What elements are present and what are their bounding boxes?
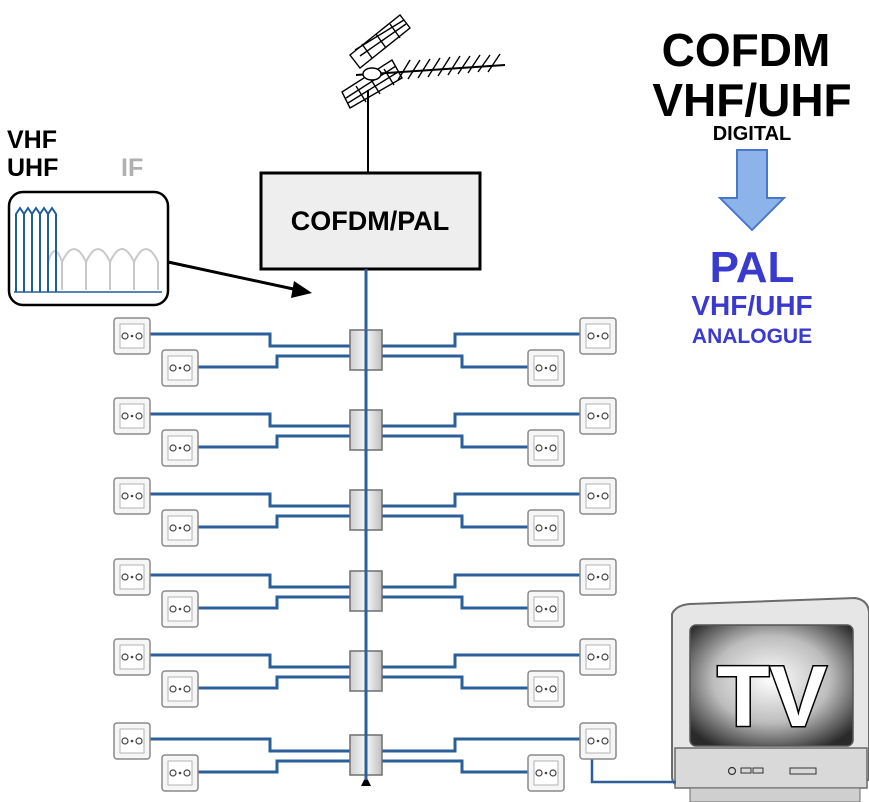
- branch-cable: [380, 434, 530, 449]
- output-signal-line3: ANALOGUE: [692, 325, 812, 348]
- wall-socket-icon: [527, 509, 565, 547]
- output-signal-line2: VHF/UHF: [691, 290, 812, 321]
- wall-socket-icon: [113, 477, 151, 515]
- spectrum-if-label: IF: [121, 154, 143, 182]
- branch-cable: [380, 514, 530, 529]
- branch-cable: [150, 573, 352, 589]
- wall-socket-icon: [527, 754, 565, 792]
- output-signal-line1: PAL: [710, 243, 795, 292]
- wall-socket-icon: [161, 509, 199, 547]
- input-signal-line2: VHF/UHF: [652, 74, 851, 126]
- wall-socket-icon: [113, 397, 151, 435]
- wall-socket-icon: [579, 638, 617, 676]
- wall-socket-icon: [113, 722, 151, 760]
- branch-cable: [196, 434, 352, 449]
- input-signal-line1: COFDM: [662, 24, 831, 76]
- headend-box: [259, 171, 482, 271]
- wall-socket-icon: [579, 317, 617, 355]
- pointer-arrow: [167, 260, 312, 298]
- digital-channels: [15, 206, 57, 292]
- spectrum-callout: [7, 190, 170, 307]
- wall-socket-icon: [579, 397, 617, 435]
- branch-cable: [380, 595, 530, 610]
- floor-distribution: [113, 317, 617, 792]
- wall-socket-icon: [161, 754, 199, 792]
- wall-socket-icon: [161, 590, 199, 628]
- input-signal-line3: DIGITAL: [713, 123, 792, 145]
- wall-socket-icon: [161, 429, 199, 467]
- wall-socket-icon: [113, 317, 151, 355]
- wall-socket-icon: [579, 722, 617, 760]
- tv-screen: [689, 624, 854, 747]
- wall-socket-icon: [161, 349, 199, 387]
- spectrum-band-label-uhf: UHF: [7, 154, 58, 182]
- branch-cable: [150, 332, 352, 348]
- headend-label: COFDM/PAL: [291, 206, 449, 236]
- branch-cable: [150, 653, 352, 669]
- tv-label: TV: [717, 649, 827, 745]
- if-channels: [47, 248, 159, 290]
- spectrum-band-label-vhf: VHF: [7, 126, 57, 154]
- trunk-terminator: [361, 776, 371, 786]
- branch-cable: [380, 412, 580, 428]
- branch-cable: [196, 675, 352, 690]
- branch-cable: [380, 737, 580, 753]
- branch-cable: [150, 492, 352, 508]
- branch-cable: [380, 354, 530, 369]
- tv-icon: [671, 596, 869, 802]
- wall-socket-icon: [579, 477, 617, 515]
- wall-socket-icon: [113, 558, 151, 596]
- branch-cable: [196, 595, 352, 610]
- branch-cable: [380, 332, 580, 348]
- wall-socket-icon: [527, 429, 565, 467]
- branch-cable: [196, 759, 352, 774]
- conversion-arrow: [717, 149, 787, 232]
- wall-socket-icon: [579, 558, 617, 596]
- branch-cable: [380, 759, 530, 774]
- branch-cable: [196, 514, 352, 529]
- branch-cable: [380, 675, 530, 690]
- branch-cable: [380, 653, 580, 669]
- branch-cable: [380, 573, 580, 589]
- branch-cable: [150, 412, 352, 428]
- antenna-icon: [341, 14, 506, 172]
- wall-socket-icon: [161, 670, 199, 708]
- wall-socket-icon: [527, 349, 565, 387]
- branch-cable: [150, 737, 352, 753]
- branch-cable: [196, 354, 352, 369]
- branch-cable: [380, 492, 580, 508]
- wall-socket-icon: [113, 638, 151, 676]
- wall-socket-icon: [527, 670, 565, 708]
- wall-socket-icon: [527, 590, 565, 628]
